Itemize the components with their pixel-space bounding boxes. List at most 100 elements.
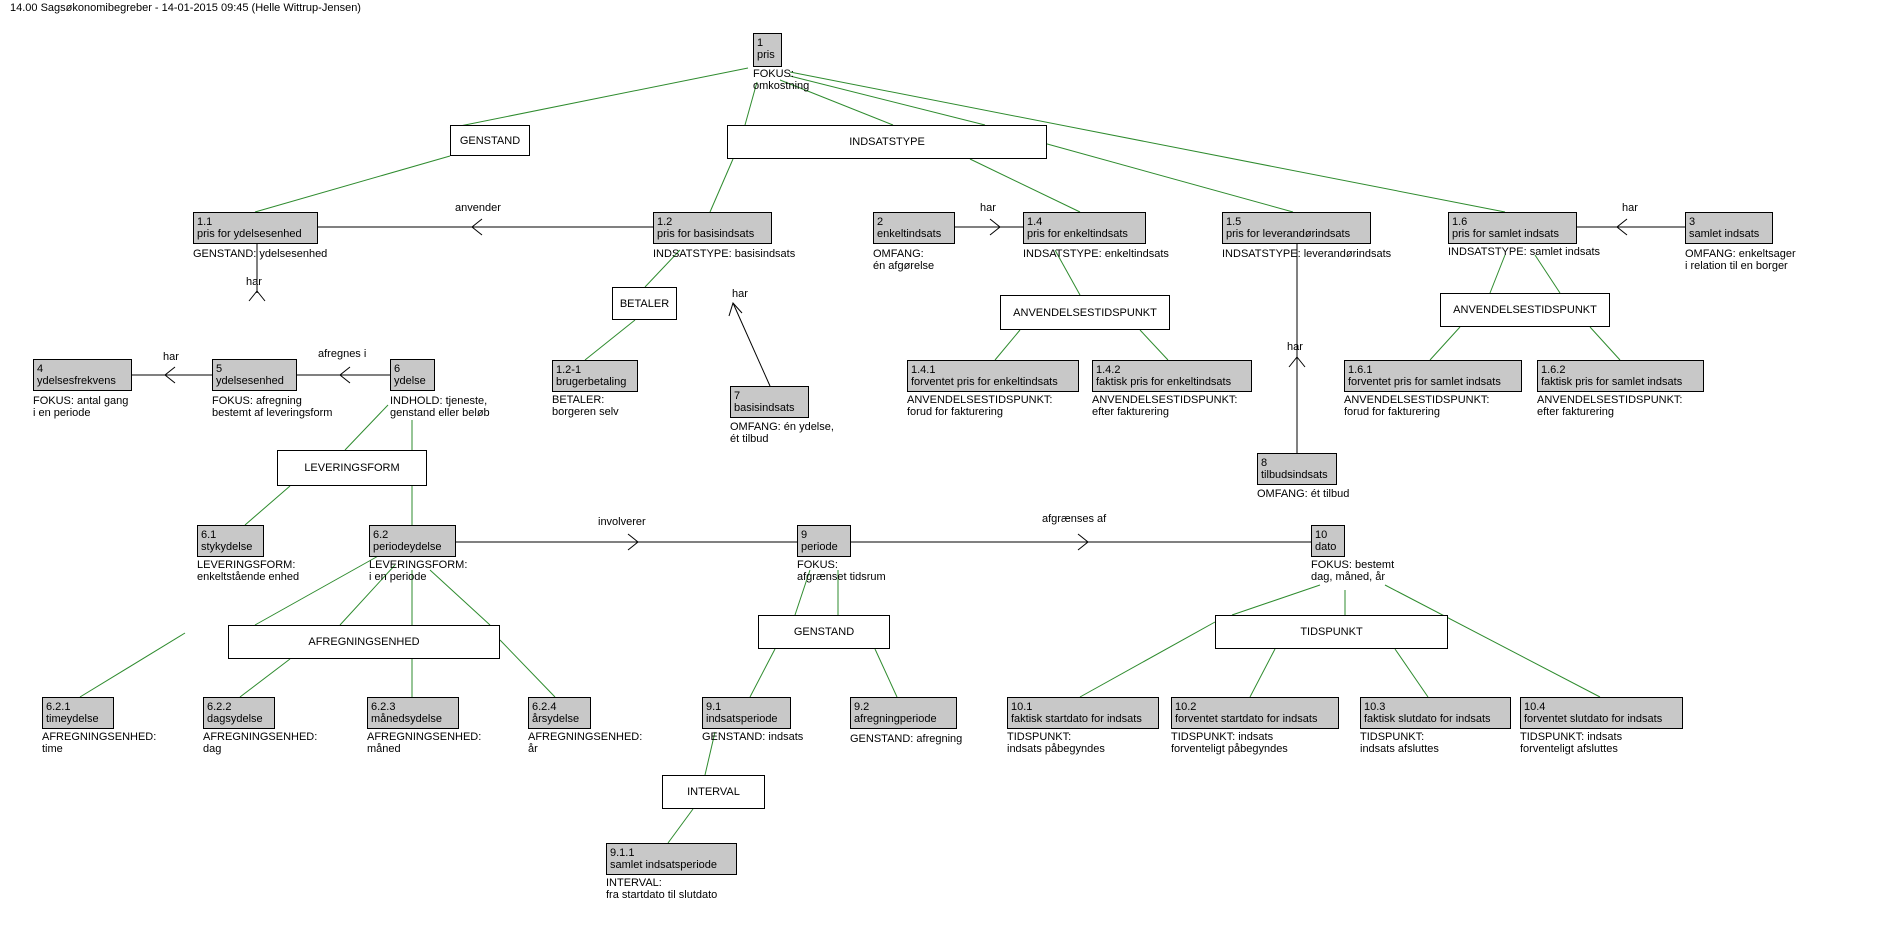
concept-9-1-1-annotation: INTERVAL:fra startdato til slutdato	[606, 877, 718, 901]
gen-line	[584, 319, 636, 361]
arrowhead	[248, 290, 266, 302]
relation-label-afregnes-i: afregnes i	[318, 348, 367, 360]
concept-9-2-annotation: GENSTAND: afregning	[850, 733, 963, 745]
gen-line	[789, 75, 986, 126]
gen-line	[789, 71, 1506, 213]
gen-line	[1139, 329, 1169, 361]
concept-10-3-annotation: TIDSPUNKT:indsats afsluttes	[1360, 731, 1439, 755]
concept-8-annotation: OMFANG: ét tilbud	[1257, 488, 1350, 500]
relation-label-afgraenses-af: afgrænses af	[1042, 513, 1107, 525]
gen-line	[254, 155, 451, 213]
gen-line	[1384, 584, 1601, 698]
criterion-indsatstype: INDSATSTYPE	[727, 125, 1047, 159]
concept-1-2-annotation: INDSATSTYPE: basisindsats	[653, 248, 796, 260]
gen-line	[1249, 648, 1276, 698]
gen-line	[1079, 621, 1216, 698]
concept-2-annotation: OMFANG:én afgørelse	[873, 248, 935, 272]
criterion-betaler: BETALER	[612, 287, 677, 320]
gen-line	[969, 158, 1081, 213]
arrowhead	[471, 218, 483, 236]
gen-line	[254, 554, 381, 626]
concept-6-2-4-annotation: AFREGNINGSENHED:år	[528, 731, 643, 755]
gen-line	[239, 658, 291, 698]
concept-1-6-annotation: INDSATSTYPE: samlet indsats	[1448, 246, 1601, 258]
concept-6-annotation: INDHOLD: tjeneste,genstand eller beløb	[390, 395, 490, 419]
gen-line	[704, 731, 716, 776]
arrowhead	[164, 366, 176, 384]
gen-line	[339, 564, 396, 626]
arrowhead	[1077, 533, 1089, 551]
arrowhead	[627, 533, 639, 551]
relation-label-har: har	[980, 202, 996, 214]
gen-line	[344, 404, 389, 451]
concept-1-5-annotation: INDSATSTYPE: leverandørindsats	[1222, 248, 1392, 260]
gen-line	[499, 639, 556, 698]
gen-line	[994, 329, 1021, 361]
assoc-line	[732, 302, 771, 387]
relation-label-har: har	[246, 276, 262, 288]
gen-line	[1429, 326, 1461, 361]
relation-label-anvender: anvender	[455, 202, 501, 214]
criterion-anvendelsestidspunkt-1-6: ANVENDELSESTIDSPUNKT	[1440, 293, 1610, 327]
gen-line	[1394, 648, 1429, 698]
arrowhead	[989, 218, 1001, 236]
gen-line	[429, 569, 491, 626]
concept-6-2-2-annotation: AFREGNINGSENHED:dag	[203, 731, 318, 755]
concept-1-4-2-annotation: ANVENDELSESTIDSPUNKT:efter fakturering	[1092, 394, 1238, 418]
criterion-interval: INTERVAL	[662, 775, 765, 809]
relation-label-har: har	[1287, 341, 1303, 353]
criterion-tidspunkt: TIDSPUNKT	[1215, 615, 1448, 649]
criterion-afregningsenhed: AFREGNINGSENHED	[228, 625, 500, 659]
gen-line	[244, 485, 291, 526]
criterion-leveringsform: LEVERINGSFORM	[277, 450, 427, 486]
concept-6-2-1-annotation: AFREGNINGSENHED:time	[42, 731, 157, 755]
arrowhead	[1616, 218, 1628, 236]
gen-line	[1489, 254, 1506, 294]
gen-line	[874, 648, 898, 698]
criterion-genstand: GENSTAND	[450, 125, 530, 156]
concept-1-1-annotation: GENSTAND: ydelsesenhed	[193, 248, 328, 260]
concept-1-4-1-annotation: ANVENDELSESTIDSPUNKT:forud for faktureri…	[907, 394, 1053, 418]
concept-1-6-1-annotation: ANVENDELSESTIDSPUNKT:forud for faktureri…	[1344, 394, 1490, 418]
relation-label-har: har	[732, 288, 748, 300]
gen-line	[794, 569, 811, 616]
concept-10-1-annotation: TIDSPUNKT:indsats påbegyndes	[1007, 731, 1105, 755]
concept-6-1-annotation: LEVERINGSFORM:enkeltstående enhed	[197, 559, 300, 583]
gen-line	[1231, 584, 1321, 616]
concept-9-1-annotation: GENSTAND: indsats	[702, 731, 804, 743]
gen-line	[449, 67, 749, 129]
gen-line	[1589, 326, 1621, 361]
page-title: 14.00 Sagsøkonomibegreber - 14-01-2015 0…	[10, 2, 361, 14]
relation-label-har: har	[163, 351, 179, 363]
